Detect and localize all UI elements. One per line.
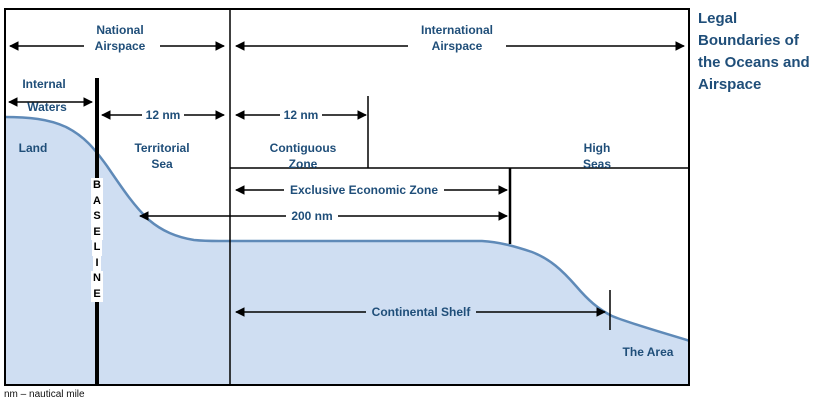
baseline-label: B A S E L I N E [91,178,103,302]
baseline-letter: B [91,178,103,194]
diagram-border [4,8,690,386]
nm-footnote: nm – nautical mile [4,389,85,400]
figure-title-line: Airspace [698,76,762,93]
figure-title-line: the Oceans and [698,54,810,71]
baseline-letter: L [91,240,103,256]
figure-title-line: Legal [698,10,738,27]
figure-title-line: Boundaries of [698,32,799,49]
boundaries-diagram-canvas [4,8,690,386]
baseline-letter: I [93,255,101,271]
figure-title: Legal Boundaries of the Oceans and Airsp… [698,8,815,96]
baseline-letter: E [91,286,103,302]
baseline-letter: N [91,271,103,287]
baseline-letter: S [91,209,103,225]
terrain-fill [4,117,690,386]
baseline-letter: A [91,193,103,209]
baseline-letter: E [91,224,103,240]
